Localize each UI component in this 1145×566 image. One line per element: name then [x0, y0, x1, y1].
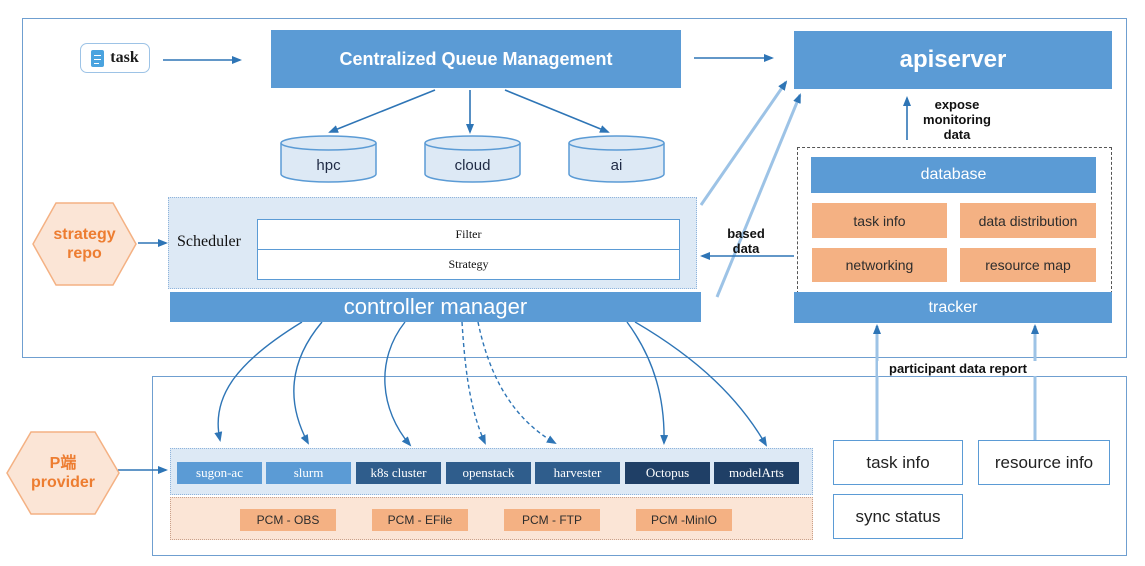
queue-ai-label: ai: [610, 157, 623, 174]
platform-sugon-ac: sugon-ac: [177, 462, 262, 484]
based-data-note: based data: [727, 226, 765, 256]
curve-to-sugon-ac: [214, 321, 303, 442]
platform-openstack: openstack: [446, 462, 531, 484]
arrow-controller-to-apiserver: [715, 93, 802, 298]
database-label: database: [920, 166, 987, 183]
queue-cloud-label: cloud: [454, 157, 491, 174]
controller-manager-label: controller manager: [343, 294, 528, 319]
curve-to-octopus: [626, 321, 669, 445]
scheduler-label: Scheduler: [177, 233, 241, 250]
queue-hpc-label: hpc: [316, 157, 341, 174]
platform-octopus: Octopus: [625, 462, 710, 484]
apiserver: apiserver: [794, 31, 1112, 89]
filter-label: Filter: [455, 227, 482, 241]
control-plane-frame: [22, 18, 1127, 358]
platform-slurm: slurm: [266, 462, 351, 484]
tracker-label: tracker: [928, 298, 978, 316]
arrow-queue-to-hpc: [328, 89, 436, 133]
pcm-efile: PCM - EFile: [372, 509, 468, 531]
participant-task-info: task info: [833, 440, 963, 485]
queue-ai: ai: [568, 135, 665, 183]
platform-harvester: harvester: [535, 462, 620, 484]
strategy-box: Strategy: [257, 249, 680, 280]
queue-cloud: cloud: [424, 135, 521, 183]
database-bar: database: [811, 157, 1096, 193]
provider-label: P端 provider: [30, 455, 95, 491]
strategy-label: Strategy: [448, 257, 489, 271]
participant-sync-status: sync status: [833, 494, 963, 539]
tracker-data-distribution: data distribution: [960, 203, 1096, 238]
centralized-queue-management: Centralized Queue Management: [271, 30, 681, 88]
provider-frame: [152, 376, 1127, 556]
curve-to-harvester: [477, 321, 557, 444]
participant-resource-info: resource info: [978, 440, 1110, 485]
filter-box: Filter: [257, 219, 680, 250]
clipboard-icon: [91, 49, 105, 67]
controller-manager: controller manager: [170, 292, 701, 322]
tracker-resource-map: resource map: [960, 248, 1096, 282]
pcm-minio: PCM -MinIO: [636, 509, 732, 531]
expose-monitoring-note: expose monitoring data: [923, 97, 991, 142]
curve-to-k8s: [384, 321, 412, 447]
participant-report-note: participant data report: [878, 361, 1038, 376]
provider: P端 provider: [6, 431, 120, 515]
queue-title: Centralized Queue Management: [339, 48, 613, 69]
platform-k8s-cluster: k8s cluster: [356, 462, 441, 484]
tracker-task-info: task info: [812, 203, 947, 238]
curve-to-modelarts: [634, 321, 768, 447]
task-label: task: [110, 49, 139, 66]
platform-modelarts: modelArts: [714, 462, 799, 484]
pcm-obs: PCM - OBS: [240, 509, 336, 531]
task-badge[interactable]: task: [80, 43, 150, 73]
curve-to-openstack: [461, 321, 486, 445]
strategy-repo: strategy repo: [32, 202, 137, 286]
strategy-repo-label: strategy repo: [53, 226, 116, 262]
pcm-ftp: PCM - FTP: [504, 509, 600, 531]
curve-to-slurm: [293, 321, 323, 445]
queue-hpc: hpc: [280, 135, 377, 183]
tracker-bar: tracker: [794, 292, 1112, 323]
arrow-scheduler-to-apiserver: [699, 80, 788, 206]
apiserver-label: apiserver: [899, 46, 1007, 73]
tracker-networking: networking: [812, 248, 947, 282]
arrow-queue-to-ai: [504, 89, 610, 133]
